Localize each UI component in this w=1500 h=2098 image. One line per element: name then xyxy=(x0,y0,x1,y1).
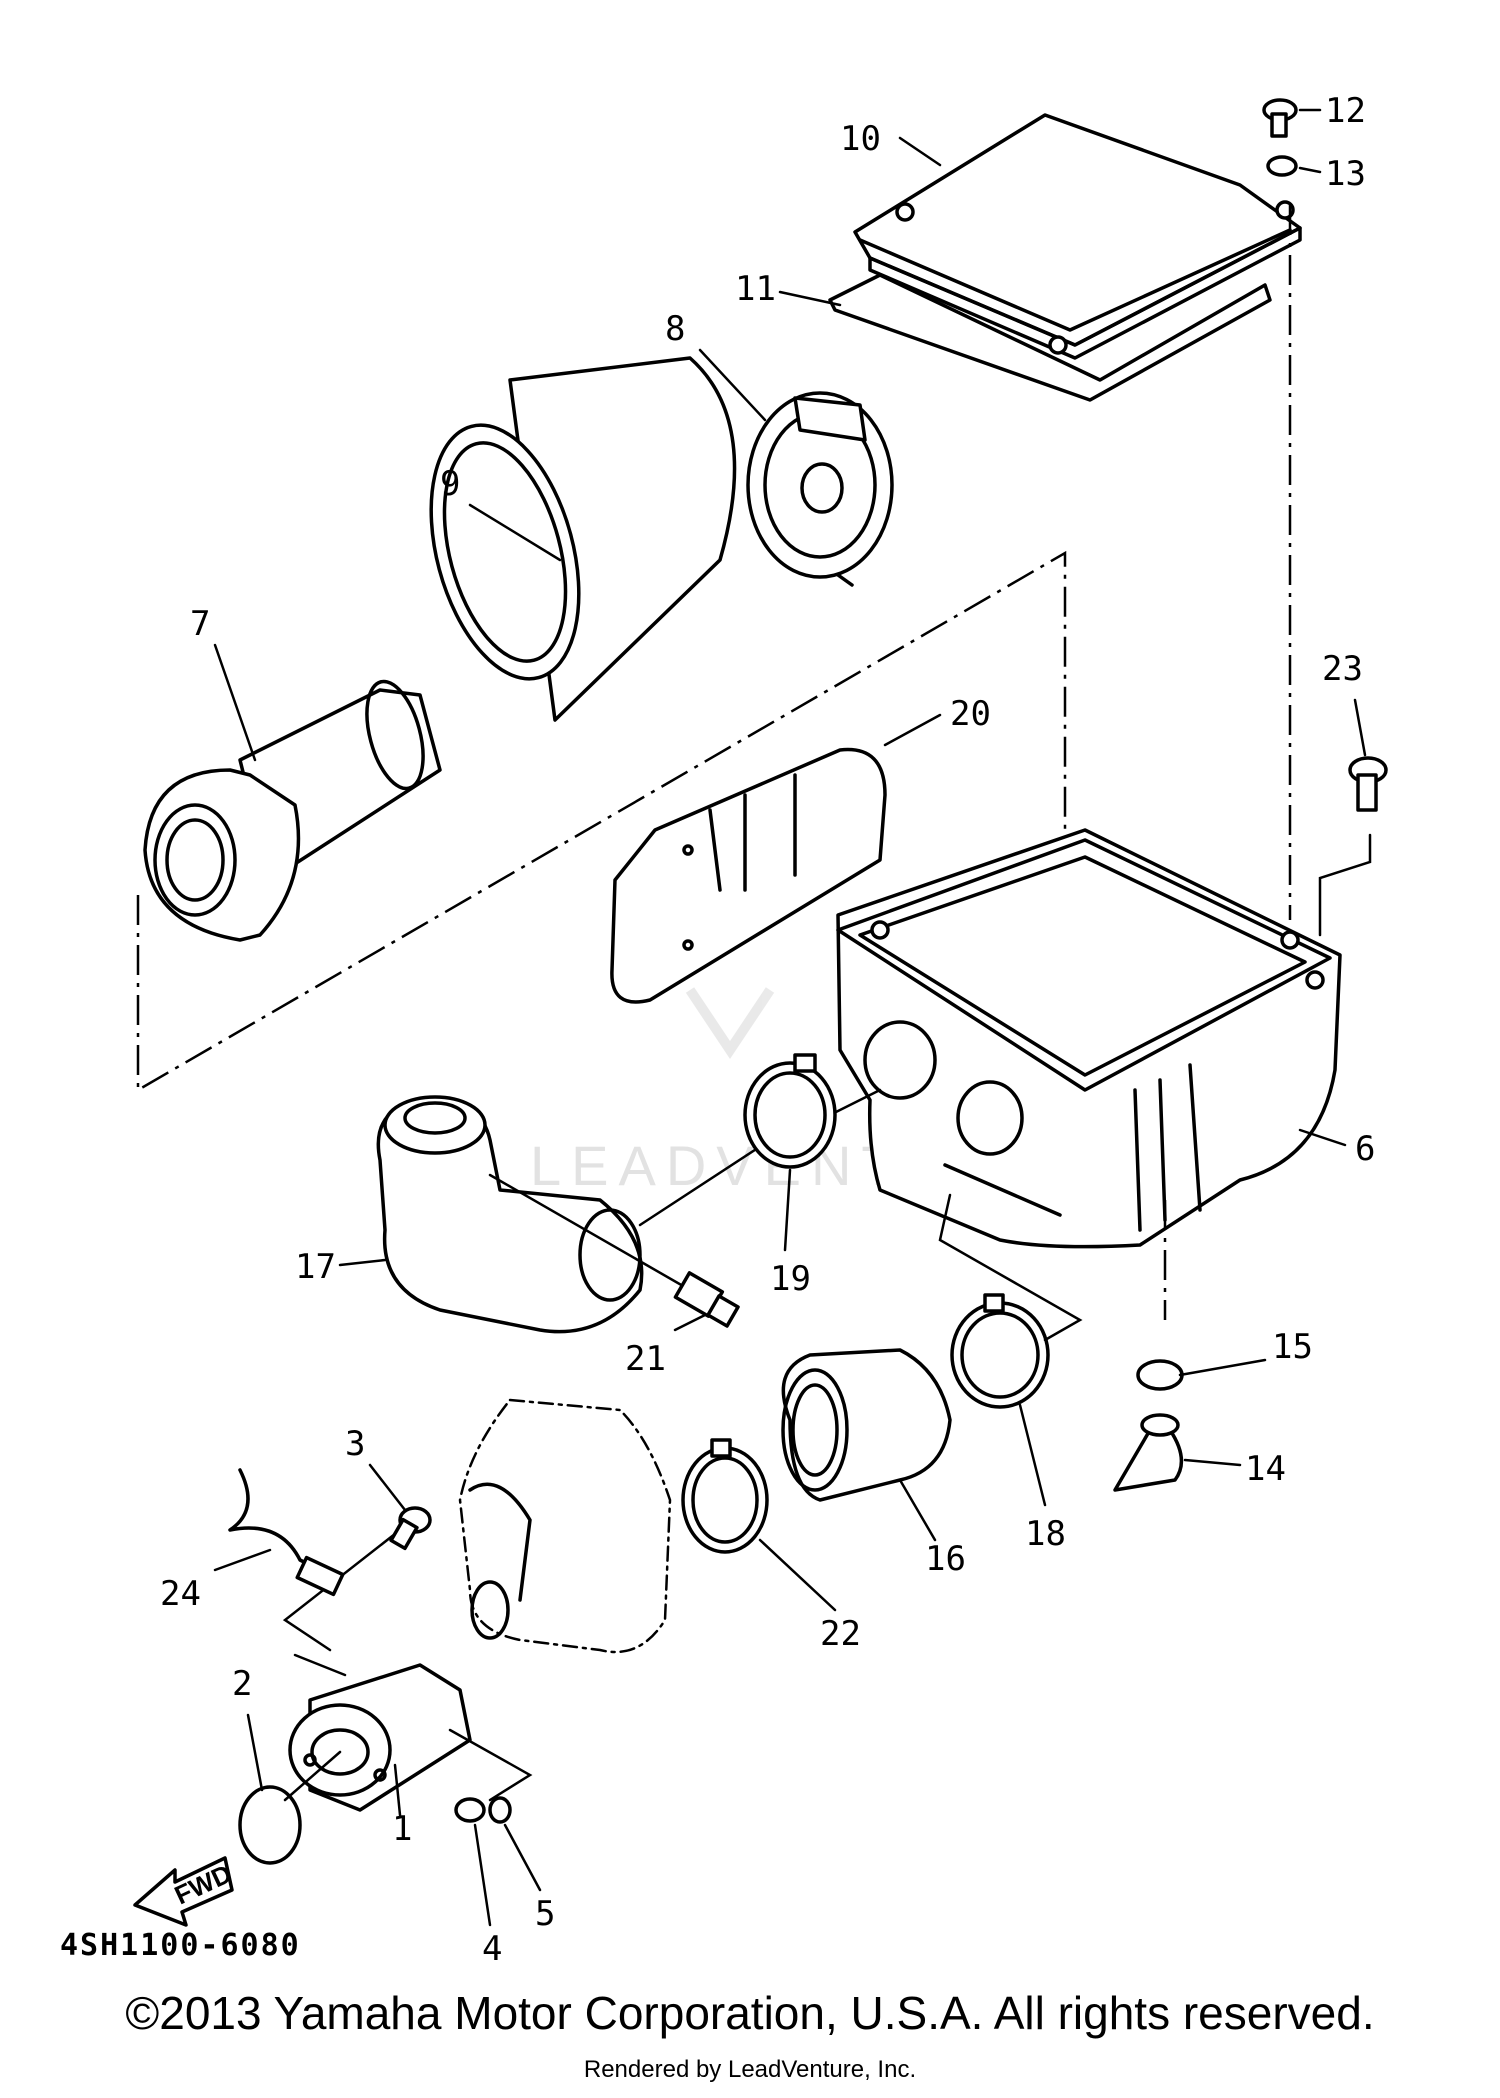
assembly-line xyxy=(136,550,1067,1093)
clamp-18 xyxy=(950,1293,1050,1409)
filter-cap xyxy=(746,391,894,587)
bolt-3 xyxy=(389,1506,432,1551)
bolt-23 xyxy=(1348,756,1388,812)
part-label-15: 15 xyxy=(1272,1327,1313,1367)
part-label-19: 19 xyxy=(770,1259,811,1299)
o-ring-2 xyxy=(238,1785,302,1865)
part-label-2: 2 xyxy=(232,1664,252,1704)
part-label-12: 12 xyxy=(1325,91,1366,131)
screw-12 xyxy=(1262,98,1298,138)
part-label-1: 1 xyxy=(392,1809,412,1849)
line-18-box xyxy=(938,1193,1083,1342)
part-label-18: 18 xyxy=(1025,1514,1066,1554)
gasket-outline xyxy=(828,273,1272,402)
fwd-arrow: FWD xyxy=(133,1856,236,1927)
grommet-15 xyxy=(1136,1359,1184,1391)
joint-16 xyxy=(781,1348,952,1502)
air-box-cover xyxy=(853,113,1302,360)
clamp-19 xyxy=(743,1053,837,1169)
drain-14 xyxy=(1113,1413,1184,1492)
part-label-7: 7 xyxy=(190,604,210,644)
part-label-13: 13 xyxy=(1325,154,1366,194)
part-label-9: 9 xyxy=(440,464,460,504)
part-labels: 1 2 3 4 5 6 7 8 9 10 11 12 13 14 15 16 1… xyxy=(160,91,1375,1969)
part-label-21: 21 xyxy=(625,1339,666,1379)
nut-4 xyxy=(454,1797,486,1823)
part-label-10: 10 xyxy=(840,119,881,159)
line-4-5 xyxy=(448,1728,533,1802)
filter-frame xyxy=(143,679,442,942)
air-box xyxy=(836,828,1342,1249)
part-label-3: 3 xyxy=(345,1424,365,1464)
part-label-14: 14 xyxy=(1245,1449,1286,1489)
elbow-17 xyxy=(376,1095,644,1334)
part-label-5: 5 xyxy=(535,1894,555,1934)
copyright-notice: ©2013 Yamaha Motor Corporation, U.S.A. A… xyxy=(125,1987,1375,2039)
washer-13 xyxy=(1266,155,1298,177)
washer-5 xyxy=(488,1796,512,1824)
line-17-19 xyxy=(638,1088,882,1227)
part-label-22: 22 xyxy=(820,1614,861,1654)
filter-element xyxy=(429,356,737,722)
part-label-11: 11 xyxy=(735,269,776,309)
line-17-21 xyxy=(488,1173,692,1292)
part-label-6: 6 xyxy=(1355,1129,1375,1169)
part-label-23: 23 xyxy=(1322,649,1363,689)
part-label-24: 24 xyxy=(160,1574,201,1614)
part-label-8: 8 xyxy=(665,309,685,349)
line-1-2 xyxy=(283,1750,342,1802)
leader-lines xyxy=(213,108,1367,1927)
line-3-24 xyxy=(282,1528,402,1677)
diagram-code: 4SH1100-6080 xyxy=(60,1928,301,1963)
clamp-22 xyxy=(681,1438,769,1554)
part-label-16: 16 xyxy=(925,1539,966,1579)
bolt-23-guide xyxy=(1318,833,1372,937)
carburetor xyxy=(458,1398,672,1654)
lead-24 xyxy=(228,1468,332,1577)
bracket-24 xyxy=(295,1555,345,1597)
part-label-4: 4 xyxy=(482,1929,502,1969)
plate-20 xyxy=(610,747,887,1004)
part-label-17: 17 xyxy=(295,1247,336,1287)
joint-1 xyxy=(288,1663,472,1812)
sensor-21 xyxy=(673,1271,740,1328)
rendered-by: Rendered by LeadVenture, Inc. xyxy=(583,2056,917,2083)
part-label-20: 20 xyxy=(950,694,991,734)
